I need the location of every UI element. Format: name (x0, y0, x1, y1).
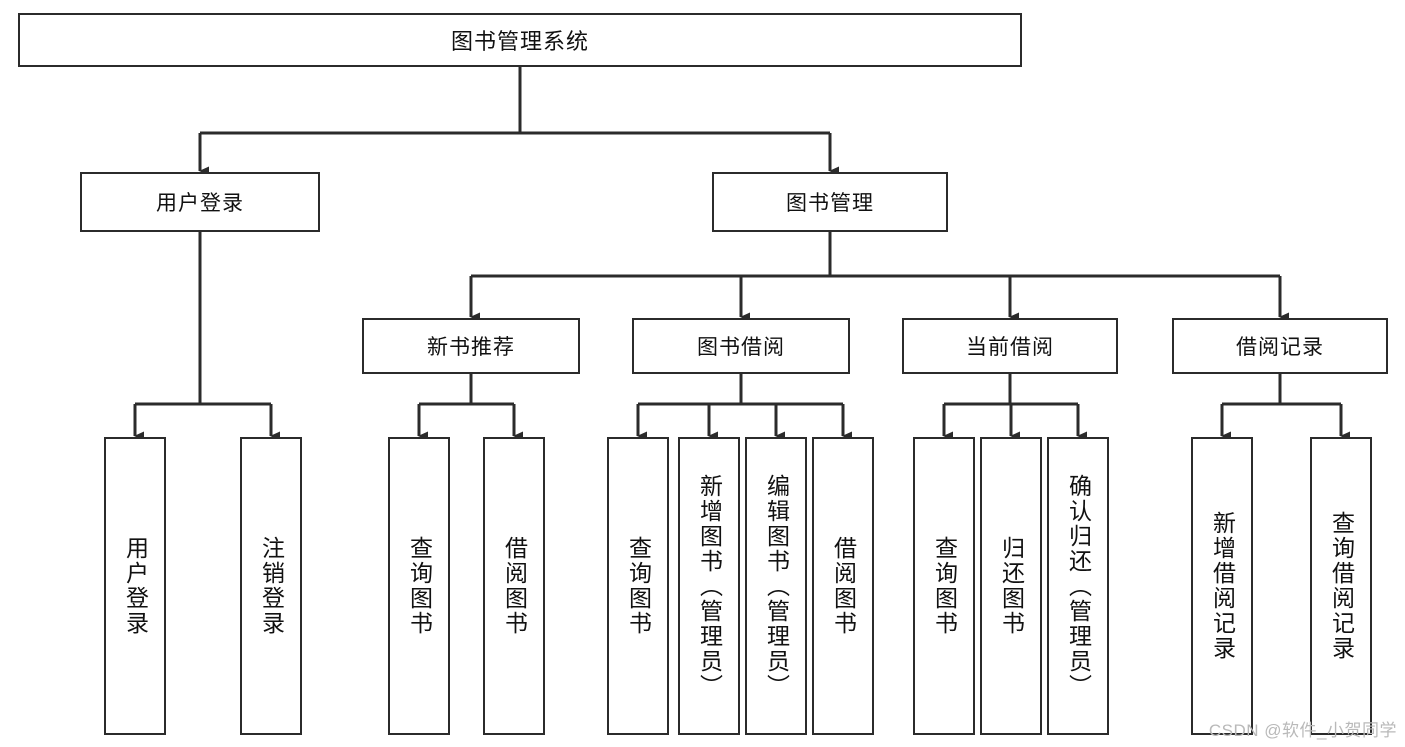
watermark-label: CSDN @软件_小贺同学 (1208, 721, 1397, 740)
node-leaf_10[interactable]: 确认归还（管理员） (1047, 437, 1109, 735)
node-leaf_5[interactable]: 新增图书（管理员） (678, 437, 740, 735)
connector-lines (133, 67, 1350, 441)
node-leaf_4[interactable]: 查询图书 (607, 437, 669, 735)
node-l2_2[interactable]: 当前借阅 (902, 318, 1118, 374)
node-leaf_6[interactable]: 编辑图书（管理员） (745, 437, 807, 735)
node-l2_3[interactable]: 借阅记录 (1172, 318, 1388, 374)
root-node-root[interactable]: 图书管理系统 (18, 13, 1022, 67)
node-leaf_0[interactable]: 用户登录 (104, 437, 166, 735)
node-leaf_7[interactable]: 借阅图书 (812, 437, 874, 735)
node-leaf_12[interactable]: 查询借阅记录 (1310, 437, 1372, 735)
node-l2_1[interactable]: 图书借阅 (632, 318, 850, 374)
node-l1_1[interactable]: 图书管理 (712, 172, 948, 232)
node-leaf_1[interactable]: 注销登录 (240, 437, 302, 735)
node-leaf_2[interactable]: 查询图书 (388, 437, 450, 735)
node-leaf_9[interactable]: 归还图书 (980, 437, 1042, 735)
node-leaf_3[interactable]: 借阅图书 (483, 437, 545, 735)
node-leaf_11[interactable]: 新增借阅记录 (1191, 437, 1253, 735)
node-l2_0[interactable]: 新书推荐 (362, 318, 580, 374)
node-l1_0[interactable]: 用户登录 (80, 172, 320, 232)
node-leaf_8[interactable]: 查询图书 (913, 437, 975, 735)
